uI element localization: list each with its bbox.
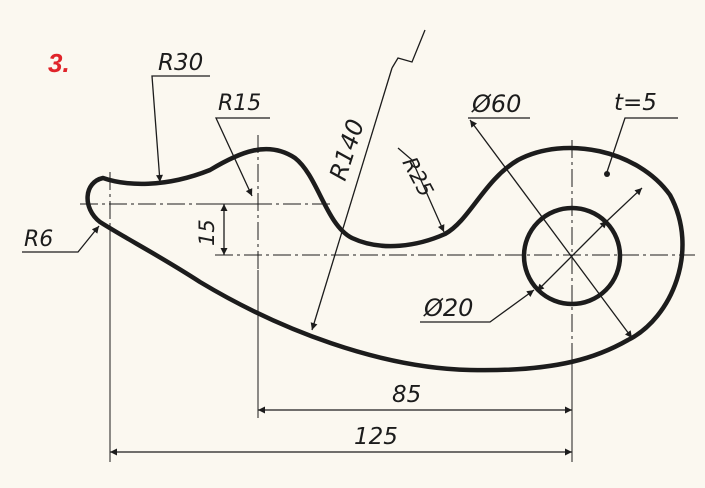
label-r15: R15	[218, 91, 261, 116]
exercise-number: 3.	[48, 48, 70, 78]
label-125: 125	[354, 424, 398, 450]
leader-r140	[310, 67, 393, 331]
leader-r30	[151, 75, 210, 183]
thickness-dot	[604, 171, 610, 177]
label-85: 85	[392, 382, 421, 408]
leader-thickness	[606, 117, 678, 173]
label-d60: Ø60	[471, 90, 521, 118]
center-lines	[80, 135, 695, 345]
outer-profile	[85, 145, 685, 373]
label-r25: R25	[398, 153, 439, 201]
label-15: 15	[195, 219, 219, 246]
leader-d20-ext	[606, 187, 643, 222]
label-thickness: t=5	[614, 90, 657, 116]
label-d20: Ø20	[423, 294, 473, 322]
leader-r6	[22, 225, 100, 253]
leader-r140-break	[391, 29, 426, 69]
label-r6: R6	[24, 227, 53, 252]
part-outline	[85, 145, 685, 373]
label-r30: R30	[158, 50, 203, 76]
extension-lines	[109, 203, 573, 462]
dimension-leaders	[22, 29, 678, 456]
leader-r25	[397, 147, 445, 233]
leader-d20-diameter	[536, 220, 608, 292]
label-r140: R140	[324, 116, 370, 184]
leader-d20	[420, 289, 535, 323]
leader-r15	[214, 117, 270, 197]
